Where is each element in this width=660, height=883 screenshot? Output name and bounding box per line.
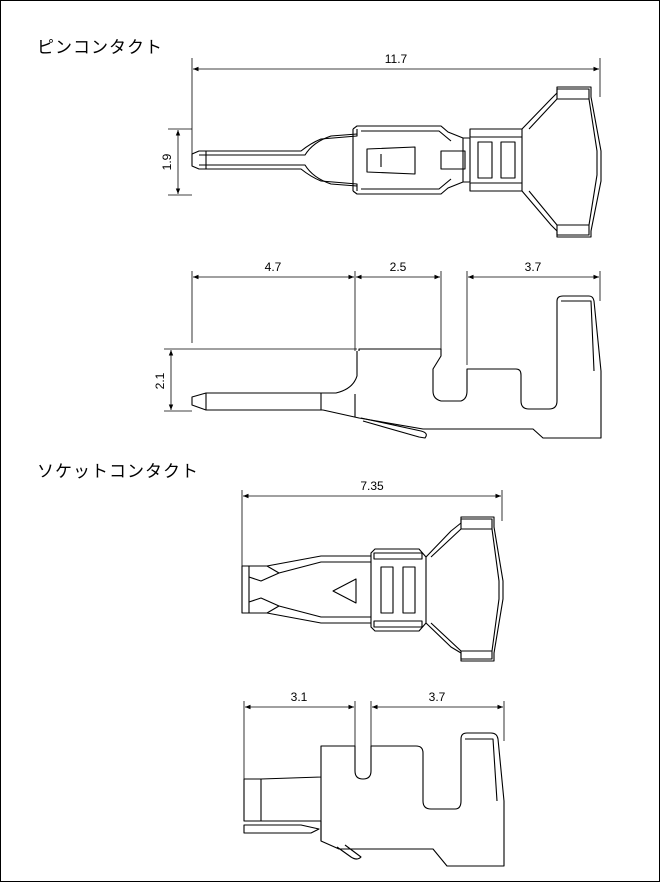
pin-side-height-label: 2.1: [153, 372, 167, 389]
socket-top-view: 7.35: [241, 479, 504, 662]
pin-side-rear-label: 3.7: [525, 260, 542, 274]
pin-contact-heading: ピンコンタクト: [37, 38, 163, 58]
socket-side-view: 3.1 3.7: [243, 690, 505, 867]
socket-length-label: 7.35: [360, 479, 384, 493]
pin-width-label: 1.9: [160, 153, 174, 170]
socket-side-front-label: 3.1: [291, 690, 308, 704]
pin-top-view: 11.7 1.9: [160, 52, 602, 238]
pin-side-mid-label: 2.5: [390, 260, 407, 274]
pin-length-label: 11.7: [385, 52, 408, 66]
pin-side-view: 4.7 2.5 3.7 2.1: [153, 260, 602, 439]
socket-contact-heading: ソケットコンタクト: [37, 462, 199, 482]
socket-side-rear-label: 3.7: [429, 690, 446, 704]
pin-side-front-label: 4.7: [265, 260, 282, 274]
